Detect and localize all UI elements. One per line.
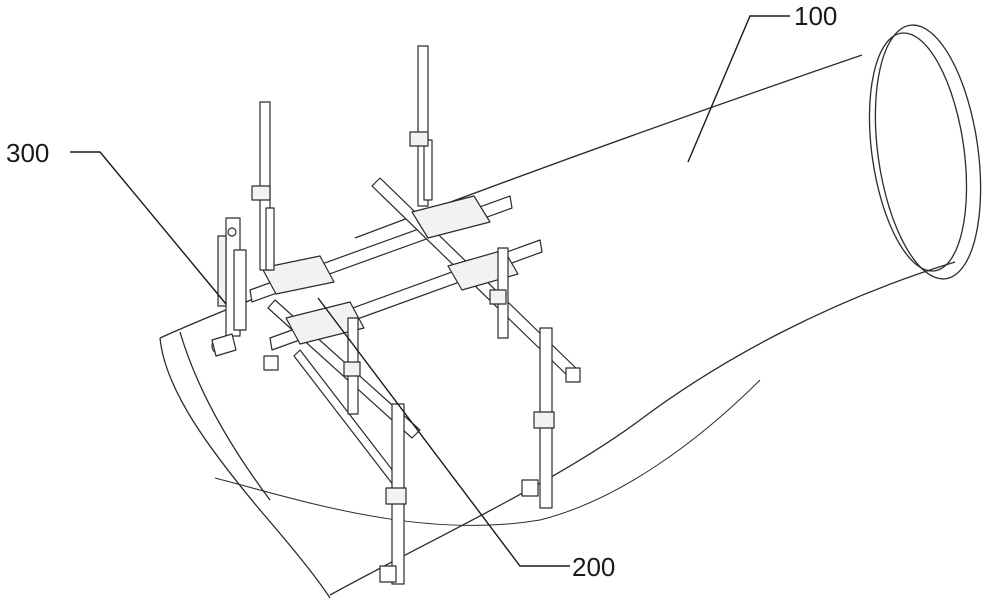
collar-4 [533,411,555,429]
frame-assembly [249,45,581,585]
root-flange-outer [874,24,982,280]
callout-100: 100 [687,1,837,163]
root-flange-inner [868,32,968,272]
callout-label-100: 100 [794,1,837,31]
trailing-contour-2 [539,379,761,521]
carriage-block-1 [261,255,335,295]
clamp-knob [227,227,237,237]
post-2 [417,45,429,207]
post-7 [265,207,275,271]
leader-line-300 [70,151,227,305]
clamp-guide [217,235,227,307]
callout-label-200: 200 [572,552,615,582]
collar-6 [489,289,507,305]
carriage-block-3 [411,195,491,239]
collar-5 [343,361,361,377]
leader-line-100 [687,15,790,163]
tip-inner-contour [179,331,271,501]
clamp-foot [211,333,237,357]
collar-3 [385,487,407,505]
clamp-slider [233,249,247,331]
collar-2 [409,131,429,147]
carriage-block-2 [285,301,365,345]
callout-label-300: 300 [6,138,49,168]
foot-4 [263,355,279,371]
blade-lower-edge [329,261,956,596]
foot-3 [565,367,581,383]
leader-line-200 [317,297,570,567]
post-8 [423,139,433,201]
callout-200: 200 [317,297,615,582]
foot-2 [521,479,539,497]
foot-1 [379,565,397,583]
callout-300: 300 [6,138,227,305]
clamp-mechanism [211,217,247,357]
tip-upper-edge [159,295,263,339]
blade-body [159,24,982,599]
trailing-contour [214,477,541,526]
collar-1 [251,185,271,201]
tip-section-outline [159,337,331,599]
